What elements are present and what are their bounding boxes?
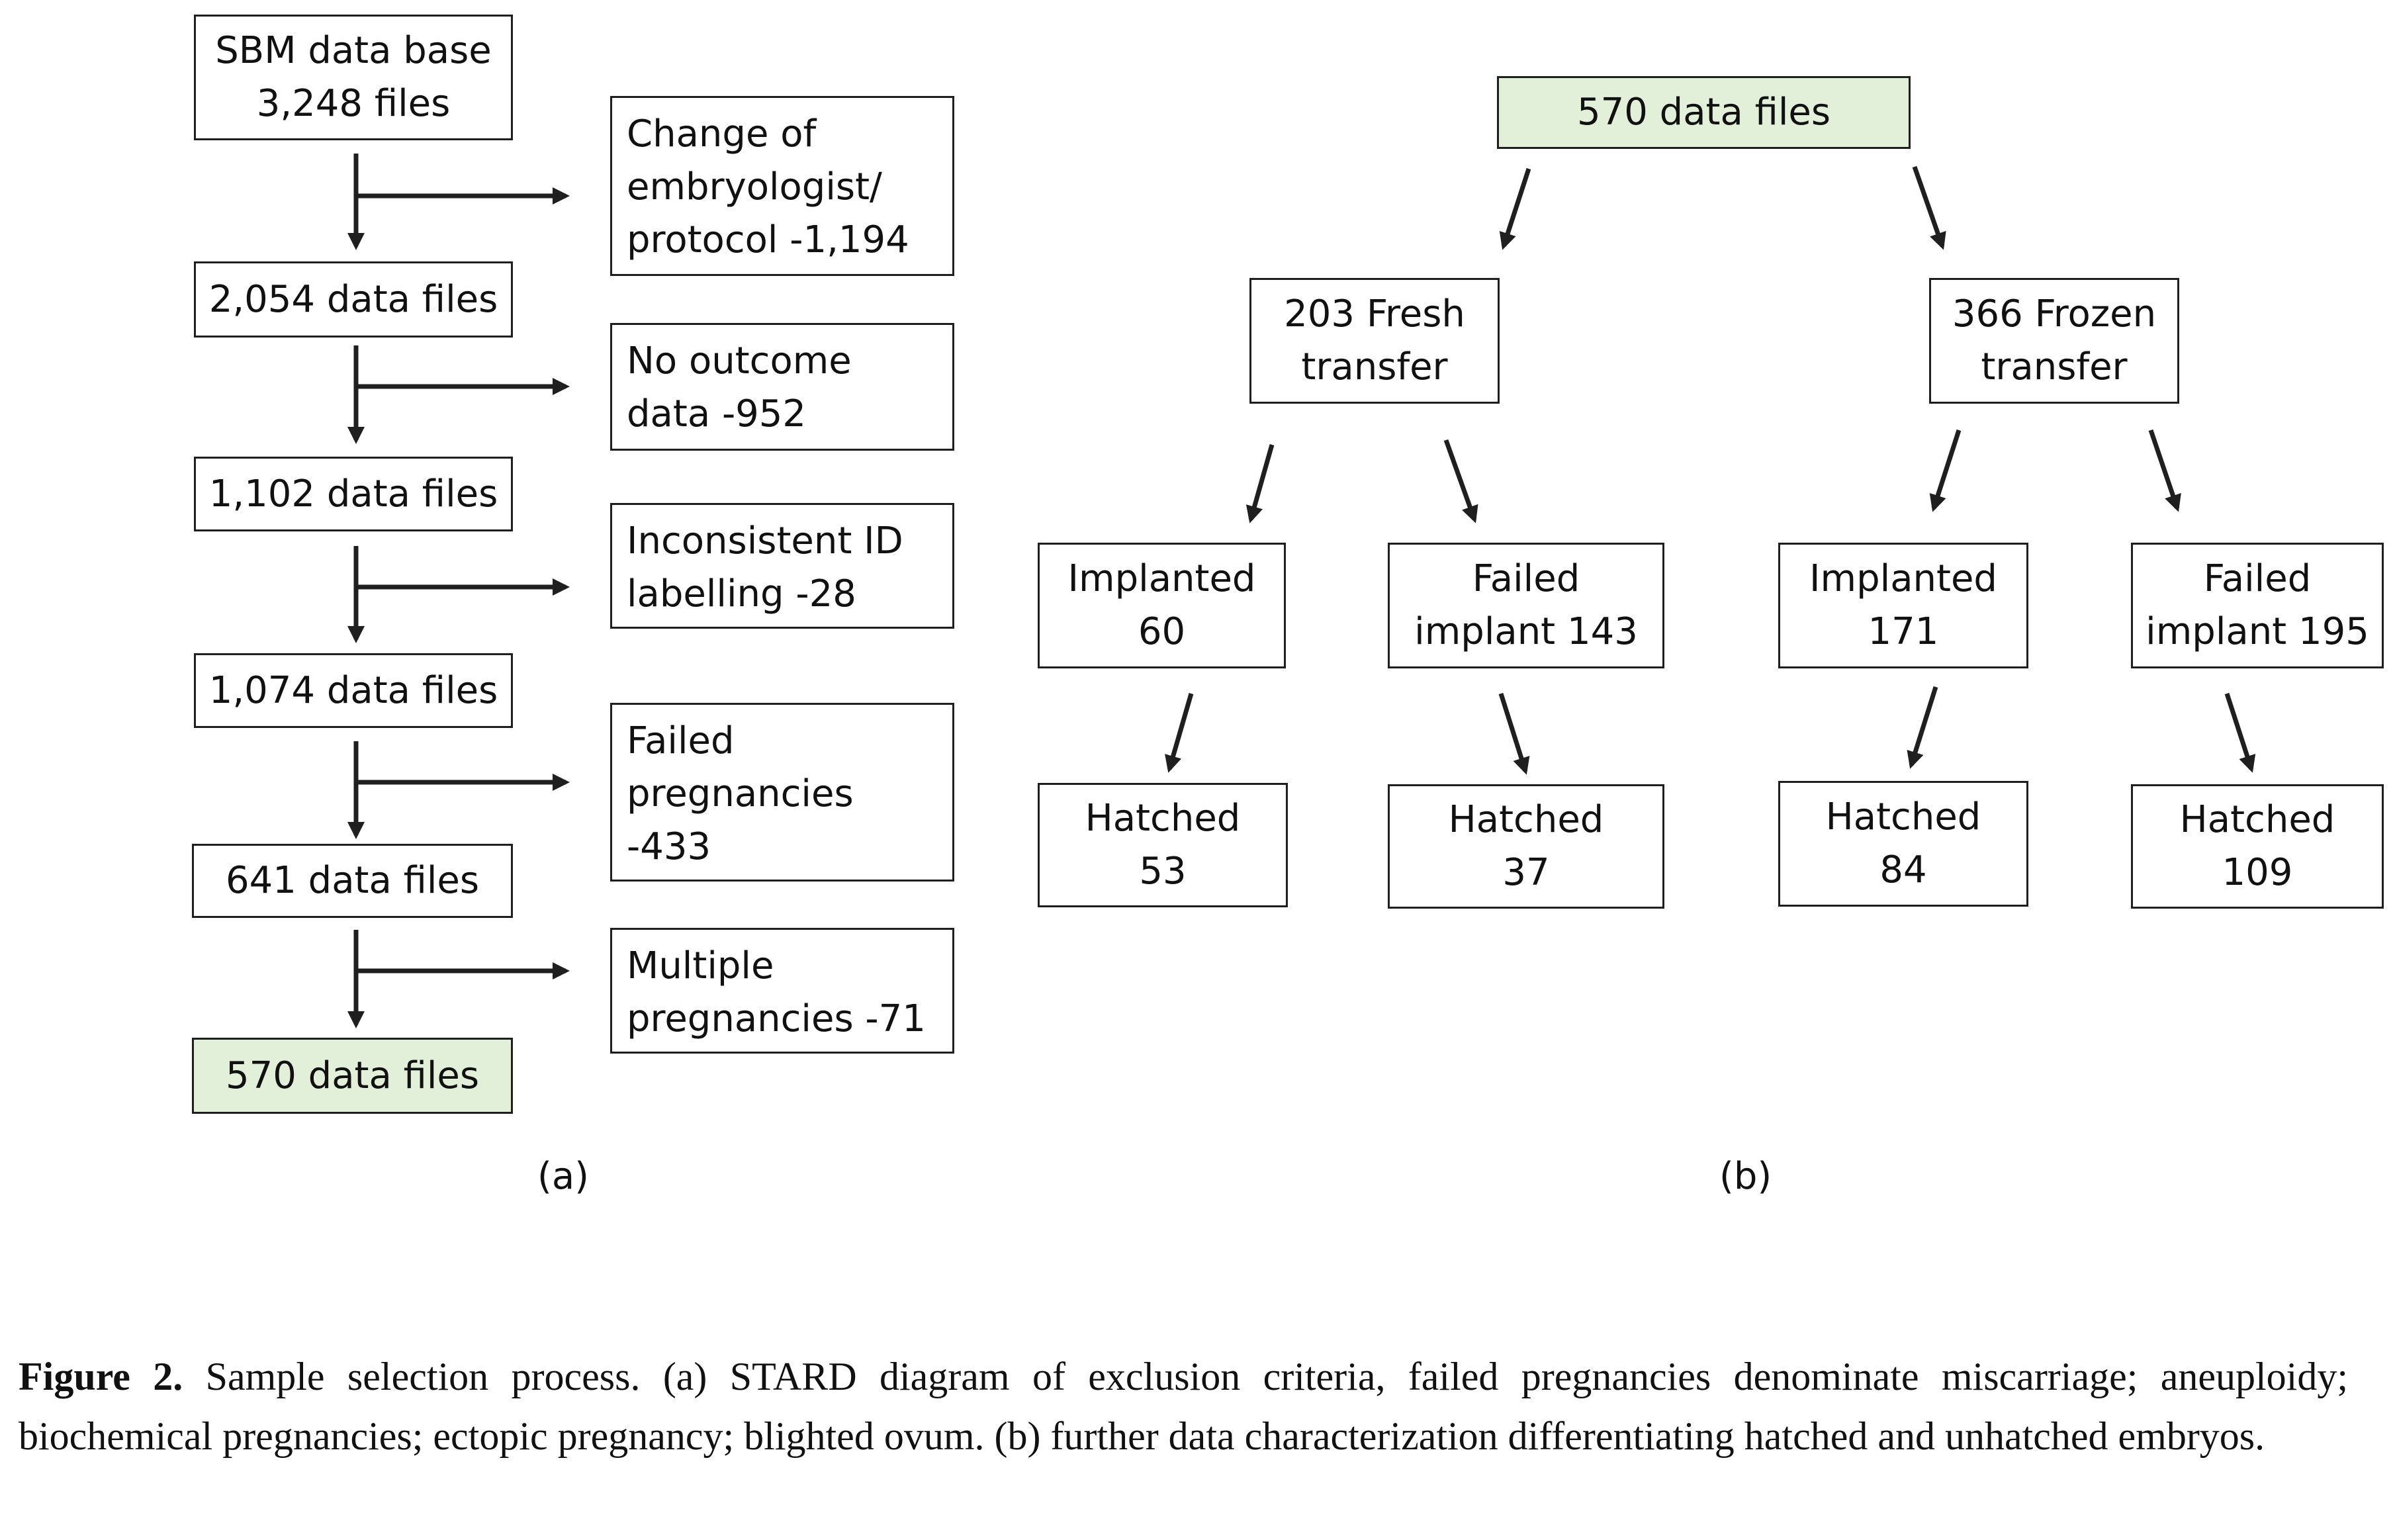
arrow-failed-hatched-1 <box>1498 692 1530 775</box>
tree-hatched-frozen-implanted: Hatched 84 <box>1778 781 2028 907</box>
arrow-implanted-hatched-2 <box>1907 686 1938 769</box>
arrow-frozen-implanted <box>1929 429 1962 512</box>
chain-box-1074: 1,074 data files <box>194 653 513 728</box>
arrow-root-fresh <box>1499 167 1531 250</box>
tree-frozen-transfer: 366 Frozen transfer <box>1929 278 2179 404</box>
figure-caption: Figure 2. Sample selection process. (a) … <box>19 1347 2348 1466</box>
arrow-frozen-failed <box>2148 429 2181 512</box>
chain-box-1102: 1,102 data files <box>194 457 513 531</box>
exclusion-box-no-outcome: No outcome data -952 <box>610 323 954 451</box>
arrow-failed-hatched-2 <box>2224 692 2256 773</box>
arrow-implanted-hatched-1 <box>1165 693 1194 773</box>
caption-text: Sample selection process. (a) STARD diag… <box>19 1355 2349 1458</box>
tree-frozen-implanted: Implanted 171 <box>1778 543 2028 668</box>
panel-label-a: (a) <box>537 1155 590 1198</box>
chain-box-570-final: 570 data files <box>192 1038 513 1114</box>
chain-box-sbm-database: SBM data base 3,248 files <box>194 15 513 140</box>
chain-box-641: 641 data files <box>192 844 513 918</box>
exclusion-box-multiple-pregnancies: Multiple pregnancies -71 <box>610 928 954 1054</box>
caption-label: Figure 2. <box>19 1355 183 1398</box>
exclusion-box-failed-pregnancies: Failed pregnancies -433 <box>610 703 954 882</box>
arrow-root-frozen <box>1912 165 1946 250</box>
exclusion-box-inconsistent-id: Inconsistent ID labelling -28 <box>610 503 954 629</box>
tree-hatched-frozen-failed: Hatched 109 <box>2131 784 2384 909</box>
tree-frozen-failed: Failed implant 195 <box>2131 543 2384 668</box>
tree-fresh-transfer: 203 Fresh transfer <box>1249 278 1500 404</box>
tree-hatched-fresh-implanted: Hatched 53 <box>1038 783 1288 907</box>
arrow-fresh-implanted <box>1245 444 1275 523</box>
tree-hatched-fresh-failed: Hatched 37 <box>1388 784 1664 909</box>
exclusion-box-embryologist-protocol: Change of embryologist/ protocol -1,194 <box>610 96 954 276</box>
panel-label-b: (b) <box>1719 1155 1772 1198</box>
tree-fresh-failed: Failed implant 143 <box>1388 543 1664 668</box>
chain-box-2054: 2,054 data files <box>194 261 513 338</box>
arrow-fresh-failed <box>1443 439 1478 523</box>
tree-root-570: 570 data files <box>1497 76 1911 149</box>
tree-fresh-implanted: Implanted 60 <box>1038 543 1286 668</box>
